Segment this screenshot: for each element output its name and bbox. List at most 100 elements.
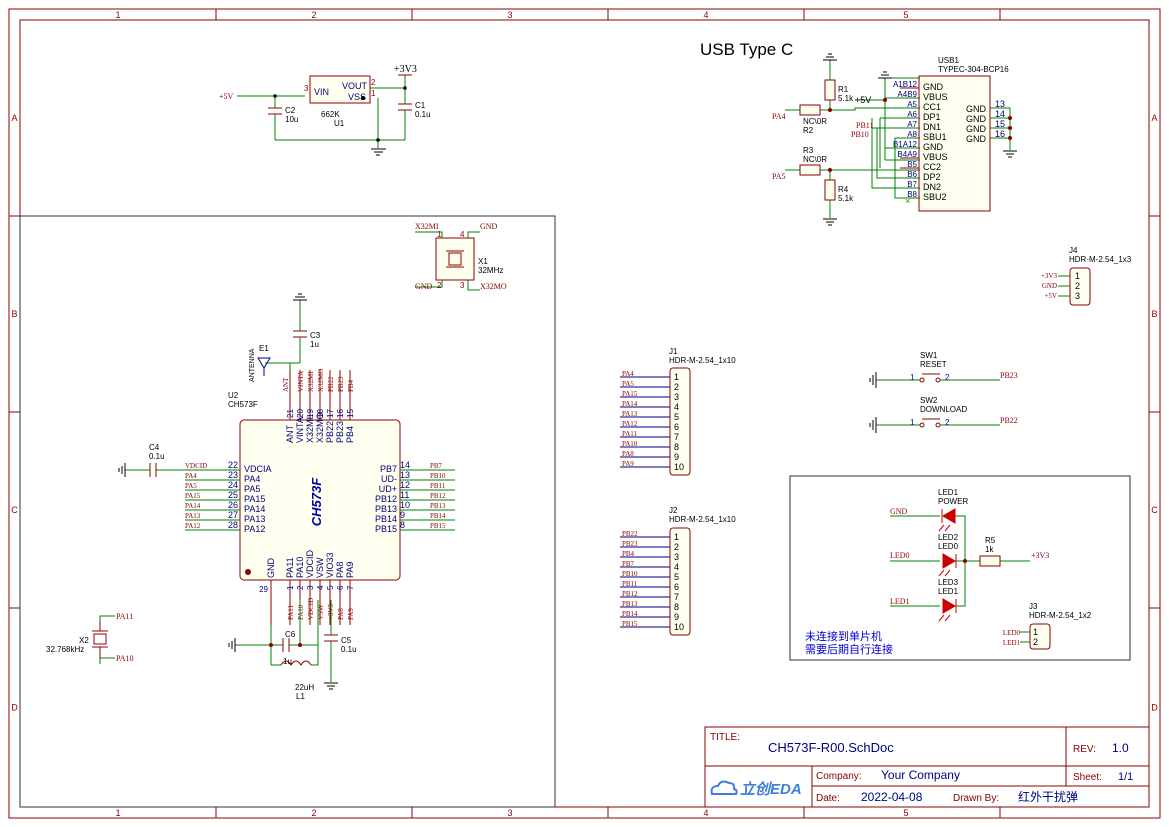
frame-col-label: 4 bbox=[703, 10, 708, 20]
frame-row-label: D bbox=[11, 703, 18, 713]
usb-ref: USB1 bbox=[938, 56, 959, 65]
j2-ref: J2 bbox=[669, 506, 678, 515]
c1-ref: C1 bbox=[415, 101, 426, 110]
frame-col-label: 1 bbox=[115, 808, 120, 818]
frame-col-label: 5 bbox=[903, 808, 908, 818]
mcu-body-label: CH573F bbox=[309, 477, 324, 526]
c1-value: 0.1u bbox=[415, 110, 431, 119]
title-block: TITLE: CH573F-R00.SchDoc REV: 1.0 Compan… bbox=[704, 726, 1150, 808]
c2-ref: C2 bbox=[285, 106, 296, 115]
pin-text: A7 bbox=[907, 120, 917, 129]
r2-ref: R2 bbox=[803, 126, 814, 135]
pin-text: PA8 bbox=[337, 608, 345, 620]
pin-text: PB12 bbox=[375, 494, 397, 504]
pin-text: 24 bbox=[228, 480, 238, 490]
j3-value: HDR-M-2.54_1x2 bbox=[1029, 611, 1092, 620]
pin-text: 13 bbox=[995, 99, 1005, 109]
inductor-l1 bbox=[280, 660, 312, 666]
pin-text: PA9 bbox=[347, 608, 355, 620]
pin-text: +5V bbox=[1044, 292, 1057, 300]
pin-text: 6 bbox=[674, 422, 679, 432]
pin-text: PA9 bbox=[622, 460, 634, 468]
pin-text: 8 bbox=[674, 442, 679, 452]
pin-text: GND bbox=[923, 82, 944, 92]
pin-text: PB4 bbox=[345, 426, 355, 443]
pin-text: 7 bbox=[346, 585, 355, 590]
pin-text: GND bbox=[966, 114, 987, 124]
company-value: Your Company bbox=[881, 768, 960, 782]
pin-text: 1 bbox=[674, 532, 679, 542]
r5-value: 1k bbox=[985, 545, 994, 554]
pin-text: PA4 bbox=[244, 474, 260, 484]
j1-value: HDR-M-2.54_1x10 bbox=[669, 356, 736, 365]
pin-text: PA4 bbox=[622, 370, 634, 378]
note-line1: 未连接到单片机 bbox=[805, 629, 882, 643]
led1-value: POWER bbox=[938, 497, 968, 506]
c2-value: 10u bbox=[285, 115, 298, 124]
pin-text: 20 bbox=[296, 409, 305, 418]
c5-value: 0.1u bbox=[341, 645, 357, 654]
pin-num: 1 bbox=[371, 89, 376, 98]
pin-text: PA11 bbox=[622, 430, 638, 438]
pin-text: GND bbox=[1042, 282, 1057, 290]
pin-text: 10 bbox=[400, 500, 410, 510]
pin-text: 25 bbox=[228, 490, 238, 500]
u2-value: CH573F bbox=[228, 400, 258, 409]
pin-text: LED0 bbox=[1003, 629, 1021, 637]
pin-text: 5 bbox=[674, 572, 679, 582]
pin-text: VINTA bbox=[297, 371, 305, 392]
pin-text: 8 bbox=[400, 520, 405, 530]
pin1-dot bbox=[361, 96, 365, 100]
pin-text: PA14 bbox=[622, 400, 638, 408]
pin-text: PB15 bbox=[622, 620, 638, 628]
pin-text: PB7 bbox=[380, 464, 397, 474]
pin-text: PB22 bbox=[622, 530, 638, 538]
pin-text: PA11 bbox=[285, 557, 295, 578]
pin-text: PB12 bbox=[622, 590, 638, 598]
regulator-value: 662K bbox=[321, 110, 340, 119]
pin-text: X32MI bbox=[307, 371, 315, 392]
pin-text: B5 bbox=[907, 160, 917, 169]
pin-text: DP2 bbox=[923, 172, 941, 182]
net-label-pb23: PB23 bbox=[1000, 371, 1018, 380]
pin-text: B4A9 bbox=[897, 150, 917, 159]
pin-text: GND bbox=[266, 558, 276, 579]
j3-ref: J3 bbox=[1029, 602, 1038, 611]
r5-body bbox=[979, 555, 1001, 567]
pin-text: SBU2 bbox=[923, 192, 947, 202]
r3-value: NC\0R bbox=[803, 155, 827, 164]
pin-text: 5 bbox=[326, 585, 335, 590]
net-label-pa10: PA10 bbox=[116, 654, 134, 663]
pin-text: ANT bbox=[282, 377, 290, 392]
frame-col-label: 3 bbox=[507, 10, 512, 20]
company-label: Company: bbox=[816, 771, 862, 782]
pin-text: UD- bbox=[381, 474, 397, 484]
pin-text: PA5 bbox=[185, 482, 197, 490]
net-label-pa5: PA5 bbox=[772, 172, 786, 181]
pin-text: A6 bbox=[907, 110, 917, 119]
header-j2: J2 HDR-M-2.54_1x10 1PB222PB233PB44PB75PB… bbox=[620, 506, 736, 636]
net-label-gnd: GND bbox=[415, 282, 433, 291]
pin-text: PB4 bbox=[622, 550, 635, 558]
pin-text: B7 bbox=[907, 180, 917, 189]
pin-num: 2 bbox=[945, 418, 950, 427]
frame-col-label: 5 bbox=[903, 10, 908, 20]
pin-text: GND bbox=[923, 142, 944, 152]
pin-text: PA14 bbox=[185, 502, 201, 510]
l1-ref: L1 bbox=[296, 692, 305, 701]
c3-value: 1u bbox=[310, 340, 319, 349]
pin-text: PB12 bbox=[430, 492, 446, 500]
r3-ref: R3 bbox=[803, 146, 814, 155]
pin-text: 16 bbox=[336, 409, 345, 418]
c5-ref: C5 bbox=[341, 636, 352, 645]
j4-value: HDR-M-2.54_1x3 bbox=[1069, 255, 1132, 264]
pin-text: +3V3 bbox=[1041, 272, 1058, 280]
c4-ref: C4 bbox=[149, 443, 160, 452]
frame-row-label: A bbox=[11, 113, 17, 123]
ground-symbol bbox=[371, 148, 386, 156]
x2-ref: X2 bbox=[79, 636, 89, 645]
pin-text: B6 bbox=[907, 170, 917, 179]
pin-text: 3 bbox=[674, 392, 679, 402]
pin-text: X32MI bbox=[305, 417, 315, 443]
